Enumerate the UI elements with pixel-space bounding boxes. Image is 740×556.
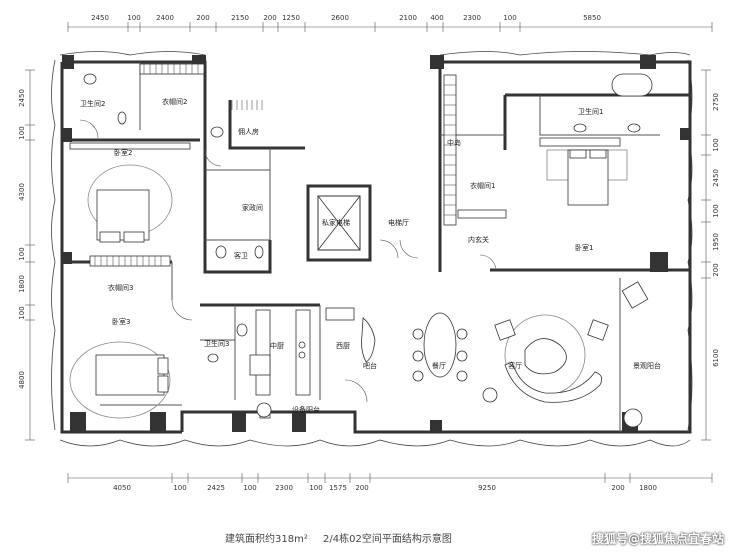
dim-bottom: 1800 [639,484,657,492]
room-label-bath1: 卫生间1 [578,107,603,116]
dimension-lines [29,26,712,479]
dim-bottom: 200 [611,484,624,492]
dim-bottom: 100 [309,484,322,492]
room-label-inner-foyer: 内玄关 [468,235,489,244]
room-label-maid: 佣人房 [238,127,259,136]
dim-left: 1800 [18,275,26,293]
room-label-western-kitchen: 西厨 [336,342,350,350]
room-label-closet3: 衣帽间3 [108,283,133,292]
room-label-chinese-kitchen: 中厨 [270,341,284,350]
floor-area: 建筑面积约318m² [225,534,308,545]
source-watermark: 搜狐号@搜狐焦点宜春站 [591,532,724,546]
dim-bottom: 200 [355,484,368,492]
dim-top: 2100 [399,14,417,22]
dim-right: 200 [712,263,720,276]
dim-bottom: 100 [173,484,186,492]
dim-top: 100 [127,14,140,22]
dim-top: 5850 [583,14,601,22]
dim-top: 2450 [91,14,109,22]
dim-right: 2750 [712,93,720,111]
dim-left: 100 [18,306,26,319]
dim-top: 2600 [331,14,349,22]
room-label-private-lift: 私家电梯 [322,218,350,227]
dim-top: 200 [263,14,276,22]
plan-title: 2/4栋02空间平面结构示意图 [323,534,452,545]
columns [62,55,690,432]
dim-bottom: 9250 [478,484,496,492]
dim-top: 1250 [282,14,300,22]
dim-left: 100 [18,126,26,139]
room-label-bedroom1: 卧室1 [575,243,593,252]
room-label-island: 中岛 [447,138,461,147]
dim-left: 2450 [18,89,26,107]
room-label-bath3: 卫生间3 [204,339,229,348]
dim-right: 2450 [712,169,720,187]
dim-top: 2300 [463,14,481,22]
room-label-dining: 餐厅 [432,361,446,370]
dim-top: 100 [503,14,516,22]
dim-top: 2400 [156,14,174,22]
dim-left: 4300 [18,183,26,201]
room-label-bath2: 卫生间2 [80,99,105,108]
dim-top: 200 [196,14,209,22]
kitchen-fixtures [249,307,355,419]
living-furniture [361,281,649,428]
doors [79,119,497,403]
dim-left: 100 [18,247,26,260]
dim-top: 2150 [231,14,249,22]
wardrobes [69,63,621,267]
room-label-guest-bath: 客卫 [234,251,248,260]
plan-caption: 建筑面积约318m² 2/4栋02空间平面结构示意图 [225,530,464,545]
room-labels: 卫生间2 衣帽间2 佣人房 卧室2 家政间 客卫 私家电梯 电梯厅 中岛 衣帽间… [80,97,661,414]
bath-fixtures [83,73,653,363]
facade-curves [51,51,693,447]
beds [69,149,628,419]
room-label-bedroom3: 卧室3 [112,317,130,326]
left-dimension-labels: 2450 100 4300 100 1800 100 4800 [18,89,26,389]
room-label-view-balcony: 景观阳台 [633,361,661,370]
wardrobe-hatching [94,64,456,266]
right-dimension-labels: 2750 100 2450 100 1950 200 6100 [712,93,720,367]
walls [60,60,692,434]
room-label-closet2: 衣帽间2 [162,97,187,106]
dim-left: 4800 [18,371,26,389]
dim-bottom: 1575 [329,484,347,492]
dim-top: 400 [430,14,443,22]
dim-bottom: 2425 [207,484,225,492]
dim-right: 100 [712,204,720,217]
room-label-lift-hall: 电梯厅 [388,218,409,227]
room-label-equip-balcony: 设备阳台 [292,405,320,414]
dim-right: 100 [712,138,720,151]
room-label-bar: 吧台 [363,361,377,370]
room-label-closet1: 衣帽间1 [470,181,495,190]
top-dimension-labels: 2450 100 2400 200 2150 200 1250 2600 210… [91,14,601,22]
room-label-living: 客厅 [508,361,522,370]
room-label-bedroom2: 卧室2 [114,148,132,157]
bottom-dimension-labels: 4050 100 2425 100 2300 100 1575 200 9250… [113,484,657,492]
room-label-laundry: 家政间 [242,203,263,212]
dim-bottom: 4050 [113,484,131,492]
dim-right: 1950 [712,233,720,251]
dim-bottom: 100 [243,484,256,492]
dim-bottom: 2300 [275,484,293,492]
dim-right: 6100 [712,349,720,367]
dimension-ticks [25,22,713,483]
private-lift-block [306,184,372,262]
